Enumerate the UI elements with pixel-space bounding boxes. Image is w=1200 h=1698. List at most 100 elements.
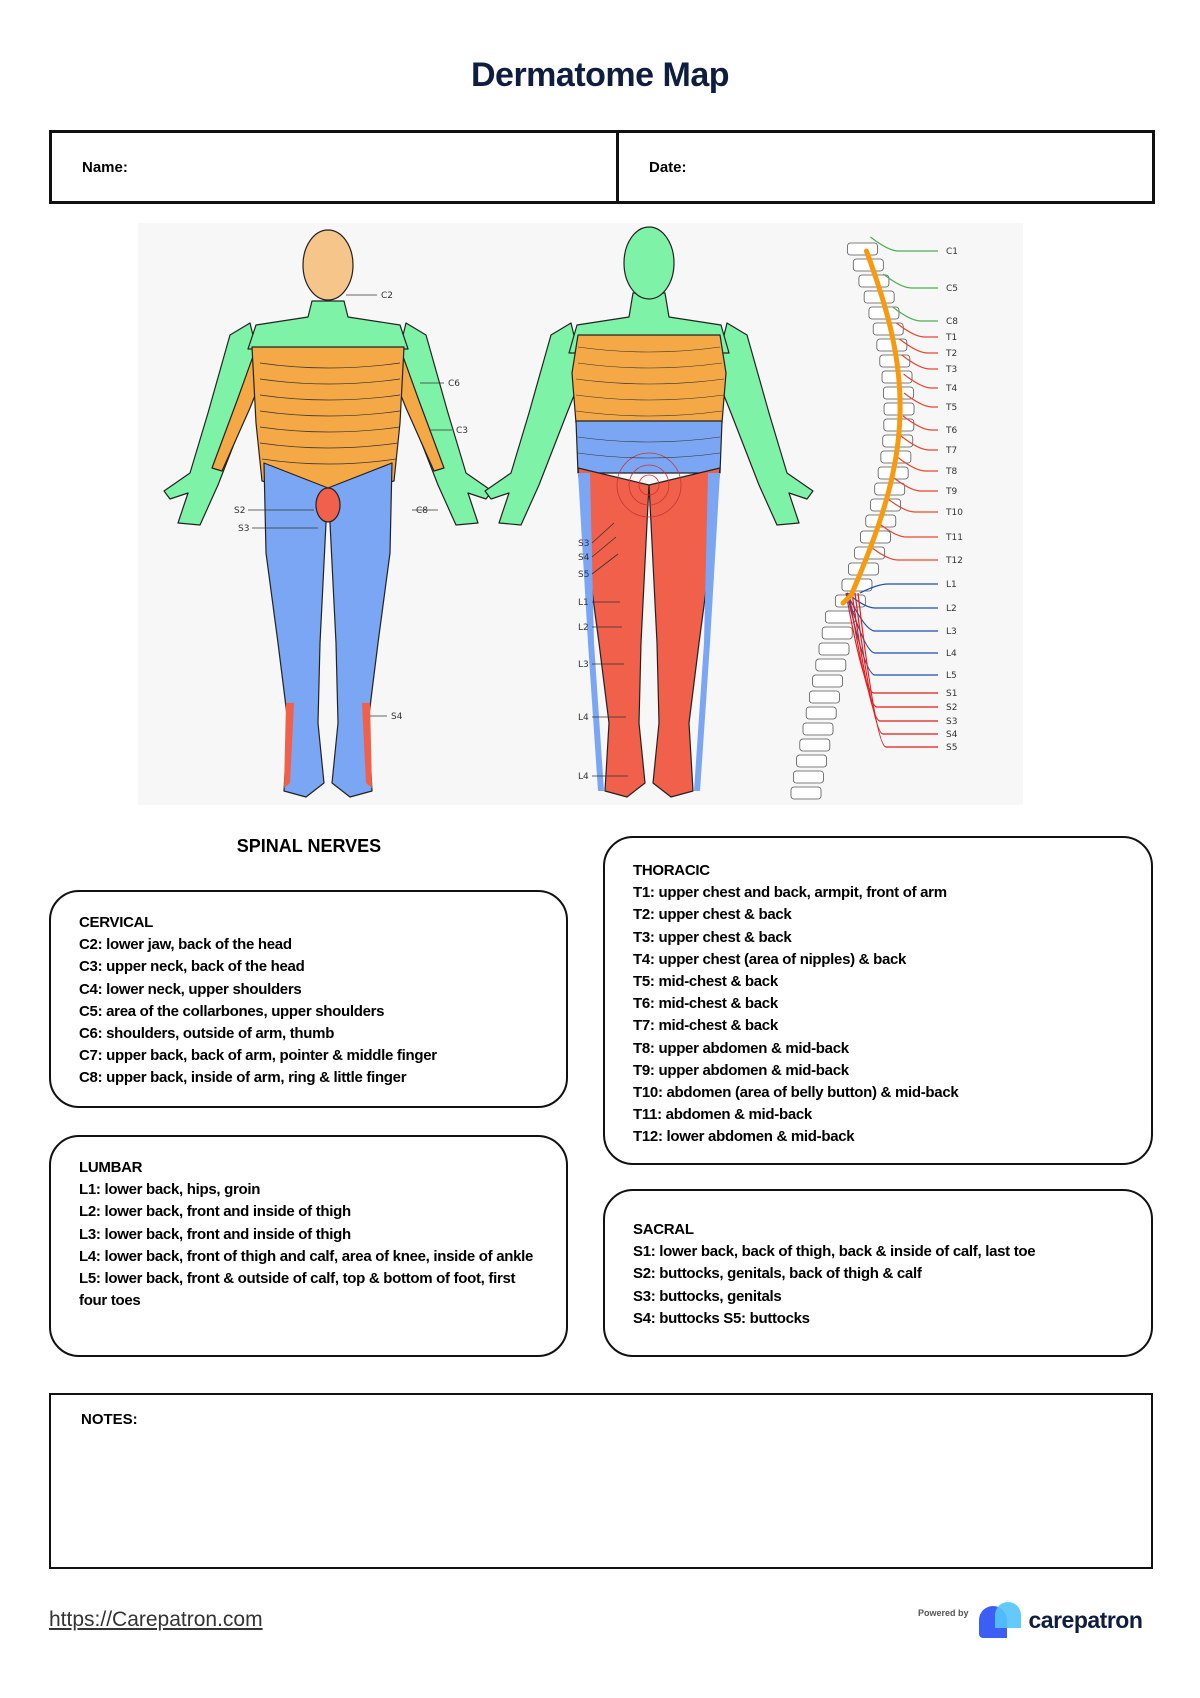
nerve-line-c8 [892, 306, 938, 322]
name-field[interactable]: Name: [52, 133, 619, 201]
vertebra [805, 706, 837, 720]
spine-label: T1 [945, 333, 957, 343]
cervical-item: C3: upper neck, back of the head [79, 958, 305, 976]
lumbar-title: LUMBAR [79, 1159, 143, 1176]
vertebra [812, 674, 843, 688]
nerve-line-l1 [859, 583, 938, 594]
cervical-box: CERVICAL C2: lower jaw, back of the head… [49, 890, 568, 1108]
nerve-line-t1 [896, 322, 938, 338]
nerve-line-t9 [892, 476, 938, 492]
front-body-label: S4 [391, 712, 403, 722]
notes-area[interactable]: NOTES: [49, 1393, 1153, 1569]
sacral-title: SACRAL [633, 1221, 694, 1238]
spine-label: C1 [946, 247, 958, 257]
nerve-line-t3 [901, 354, 938, 370]
thoracic-item: T3: upper chest & back [633, 928, 792, 946]
thoracic-item: T12: lower abdomen & mid-back [633, 1128, 855, 1146]
carepatron-brand: carepatron [1028, 1606, 1143, 1633]
back-body-label: S3 [578, 539, 589, 549]
dermatome-figure-svg: C1C5C8T1T2T3T4T5T6T7T8T9T10T11T12L1L2L3L… [163, 226, 963, 800]
spine-label: T9 [945, 487, 957, 497]
front-body-label: S2 [234, 506, 245, 516]
nerve-line-c5 [882, 273, 938, 289]
nerve-line-t5 [903, 392, 938, 408]
cervical-item: C6: shoulders, outside of arm, thumb [79, 1025, 335, 1043]
spine-label: T2 [945, 349, 957, 359]
nerve-line-t6 [902, 415, 938, 431]
spine-label: T8 [945, 467, 957, 477]
nerve-line-t11 [877, 522, 938, 538]
back-body-label: L4 [578, 713, 589, 723]
vertebra [796, 754, 827, 768]
spine-label: T12 [945, 556, 963, 566]
thoracic-item: T6: mid-chest & back [633, 995, 778, 1013]
spine-label: S5 [946, 743, 957, 753]
nerve-line-s4 [854, 592, 938, 735]
thoracic-item: T5: mid-chest & back [633, 973, 778, 991]
back-body-label: L3 [578, 660, 589, 670]
thoracic-item: T7: mid-chest & back [633, 1017, 778, 1035]
cervical-item: C5: area of the collarbones, upper shoul… [79, 1002, 385, 1020]
thoracic-item: T2: upper chest & back [633, 906, 792, 924]
thoracic-item: T8: upper abdomen & mid-back [633, 1039, 849, 1057]
sacral-box: SACRAL S1: lower back, back of thigh, ba… [603, 1189, 1153, 1357]
spine-label: T7 [945, 446, 957, 456]
vertebra [793, 770, 824, 784]
spine-label: T4 [945, 384, 957, 394]
nerve-line-t7 [900, 435, 938, 451]
thoracic-item: T1: upper chest and back, armpit, front … [633, 884, 947, 902]
cervical-item: C4: lower neck, upper shoulders [79, 980, 302, 998]
thoracic-title: THORACIC [633, 862, 710, 879]
nerve-line-t2 [899, 338, 938, 354]
sacral-item: S3: buttocks, genitals [633, 1287, 782, 1305]
spine-label: L5 [946, 671, 957, 681]
label-leader [591, 553, 619, 575]
front-body-label: C8 [416, 506, 428, 516]
spine-label: L1 [946, 580, 957, 590]
vertebra [809, 690, 840, 704]
front-genital-region [315, 487, 341, 523]
nerve-line-t10 [886, 497, 938, 513]
thoracic-item: T10: abdomen (area of belly button) & mi… [633, 1084, 959, 1102]
front-right-arm [393, 322, 493, 526]
label-leader [591, 536, 617, 558]
spine-label: S4 [946, 730, 958, 740]
carepatron-logo-icon [978, 1602, 1023, 1638]
cervical-title: CERVICAL [79, 914, 153, 931]
spine-label: T11 [945, 533, 963, 543]
spine-label: S1 [946, 689, 957, 699]
cervical-item: C7: upper back, back of arm, pointer & m… [79, 1047, 437, 1065]
back-body-label: L2 [578, 623, 589, 633]
vertebra [815, 658, 847, 672]
nerve-line-t4 [903, 373, 938, 389]
page-title: Dermatome Map [470, 56, 730, 94]
spine-label: L4 [946, 649, 957, 659]
date-field[interactable]: Date: [619, 133, 1152, 201]
carepatron-logo[interactable]: Powered by carepatron [918, 1600, 1143, 1640]
back-body-label: S5 [578, 570, 589, 580]
front-body-label: C2 [381, 291, 393, 301]
back-body-label: L4 [578, 772, 589, 782]
vertebra [802, 722, 834, 736]
nerve-line-s3 [851, 592, 938, 722]
spine-label: T5 [945, 403, 957, 413]
carepatron-link[interactable]: https://Carepatron.com [49, 1608, 263, 1631]
back-body [484, 226, 814, 798]
vertebra [799, 738, 831, 752]
front-left-arm [163, 322, 263, 526]
spine-label: S3 [946, 717, 957, 727]
name-label: Name: [82, 158, 128, 176]
spine-label: L2 [946, 604, 957, 614]
spine-label: C8 [946, 317, 958, 327]
vertebra [821, 626, 853, 640]
front-upper-chest [247, 300, 409, 350]
lumbar-item: L2: lower back, front and inside of thig… [79, 1203, 351, 1221]
spine-label: L3 [946, 627, 957, 637]
spinal-cord [840, 248, 903, 606]
sacral-item: S4: buttocks S5: buttocks [633, 1309, 810, 1327]
sacral-item: S1: lower back, back of thigh, back & in… [633, 1243, 1036, 1261]
label-leader [591, 522, 615, 544]
sacral-item: S2: buttocks, genitals, back of thigh & … [633, 1265, 922, 1283]
